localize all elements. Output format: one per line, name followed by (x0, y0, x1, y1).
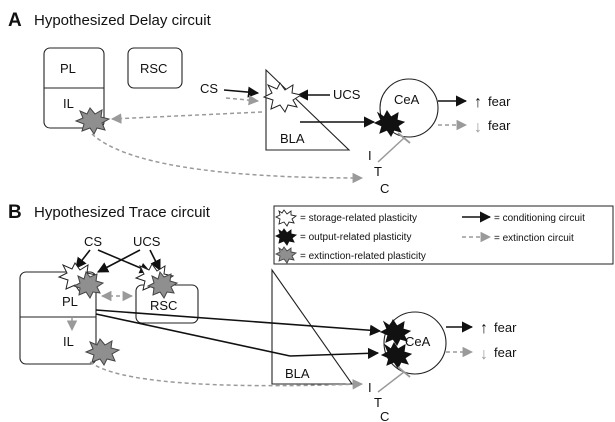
cs-label-b: CS (84, 234, 102, 249)
ucs-to-rsc-arrow-b (149, 249, 161, 272)
pl-to-cea-arrow-b (95, 309, 382, 336)
rsc-label-b: RSC (150, 298, 177, 313)
bla-triangle-a (265, 68, 351, 151)
bla-label-a: BLA (280, 131, 305, 146)
itc-inhibitory-line-b (377, 371, 405, 393)
itc-inhibitory-line-a (377, 137, 405, 163)
panel-a-title: Hypothesized Delay circuit (34, 12, 212, 29)
panel-a: A Hypothesized Delay circuit PL IL RSC B… (8, 10, 511, 196)
cs-arrow-a (223, 86, 260, 98)
panel-a-letter: A (8, 10, 22, 31)
cea-circle-b (383, 311, 447, 375)
cs-to-pl-arrow-b (75, 249, 91, 269)
pl-label-a: PL (60, 61, 76, 76)
il-label-a: IL (63, 96, 74, 111)
il-to-itc-arrow-b (89, 361, 364, 390)
legend-box (273, 205, 614, 265)
ucs-label-a: UCS (333, 87, 361, 102)
bla-to-cea-arrow-b (289, 347, 380, 359)
legend-conditioning-label: = conditioning circuit (494, 213, 585, 224)
itc-t-label-a: T (374, 164, 382, 179)
fear-down-icon-a: ↓ (474, 119, 482, 136)
panel-b-letter: B (8, 202, 22, 223)
fear-down-label-b: fear (494, 345, 517, 360)
extinction-plasticity-star-rsc-b (146, 270, 179, 299)
ucs-to-pl-arrow-b (97, 249, 141, 273)
cea-label-a: CeA (394, 92, 420, 107)
pl-to-bla-line-b (95, 313, 291, 357)
itc-c-label-a: C (380, 181, 389, 196)
bla-to-il-extinction-arrow-a (110, 111, 263, 124)
pl-label-b: PL (62, 294, 78, 309)
legend-extinction-label: = extinction-related plasticity (300, 251, 426, 262)
storage-plasticity-star-a (262, 82, 303, 114)
fear-up-label-b: fear (494, 320, 517, 335)
itc-inhibitory-bar-a (397, 132, 411, 144)
fear-up-icon-b: ↑ (480, 320, 488, 337)
itc-i-label-a: I (368, 148, 372, 163)
legend-storage-icon (274, 209, 298, 227)
il-to-itc-arrow-a (91, 133, 364, 184)
cs-label-a: CS (200, 81, 218, 96)
panel-b: B Hypothesized Trace circuit = storage-r… (8, 202, 614, 422)
pl-il-box-b (19, 271, 97, 365)
extinction-plasticity-star-pl-b (72, 270, 105, 299)
legend-output-icon (274, 228, 298, 246)
legend-output-label: = output-related plasticity (300, 232, 411, 243)
legend-extinction-icon (274, 246, 298, 264)
itc-i-label-b: I (368, 380, 372, 395)
itc-c-label-b: C (380, 409, 389, 422)
legend-extinction-circuit-label: = extinction circuit (494, 233, 574, 244)
cs-extinction-arrow-a (225, 94, 260, 106)
fear-down-icon-b: ↓ (480, 346, 488, 363)
output-plasticity-star-a (373, 110, 406, 137)
panel-b-title: Hypothesized Trace circuit (34, 204, 211, 221)
bla-triangle-b (271, 268, 354, 385)
legend: = storage-related plasticity = output-re… (273, 205, 614, 265)
il-label-b: IL (63, 334, 74, 349)
itc-inhibitory-bar-b (397, 366, 411, 378)
fear-down-label-a: fear (488, 118, 511, 133)
legend-storage-label: = storage-related plasticity (300, 213, 417, 224)
itc-t-label-b: T (374, 395, 382, 410)
fear-up-label-a: fear (488, 94, 511, 109)
cea-label-b: CeA (405, 334, 431, 349)
rsc-box-a (127, 47, 183, 89)
extinction-plasticity-star-a (74, 107, 111, 135)
cea-circle-a (379, 78, 439, 138)
fear-up-icon-a: ↑ (474, 94, 482, 111)
output-plasticity-star-b1 (379, 319, 412, 346)
bla-label-b: BLA (285, 366, 310, 381)
extinction-plasticity-star-il-b (84, 338, 121, 366)
ucs-label-b: UCS (133, 234, 161, 249)
rsc-label-a: RSC (140, 61, 167, 76)
